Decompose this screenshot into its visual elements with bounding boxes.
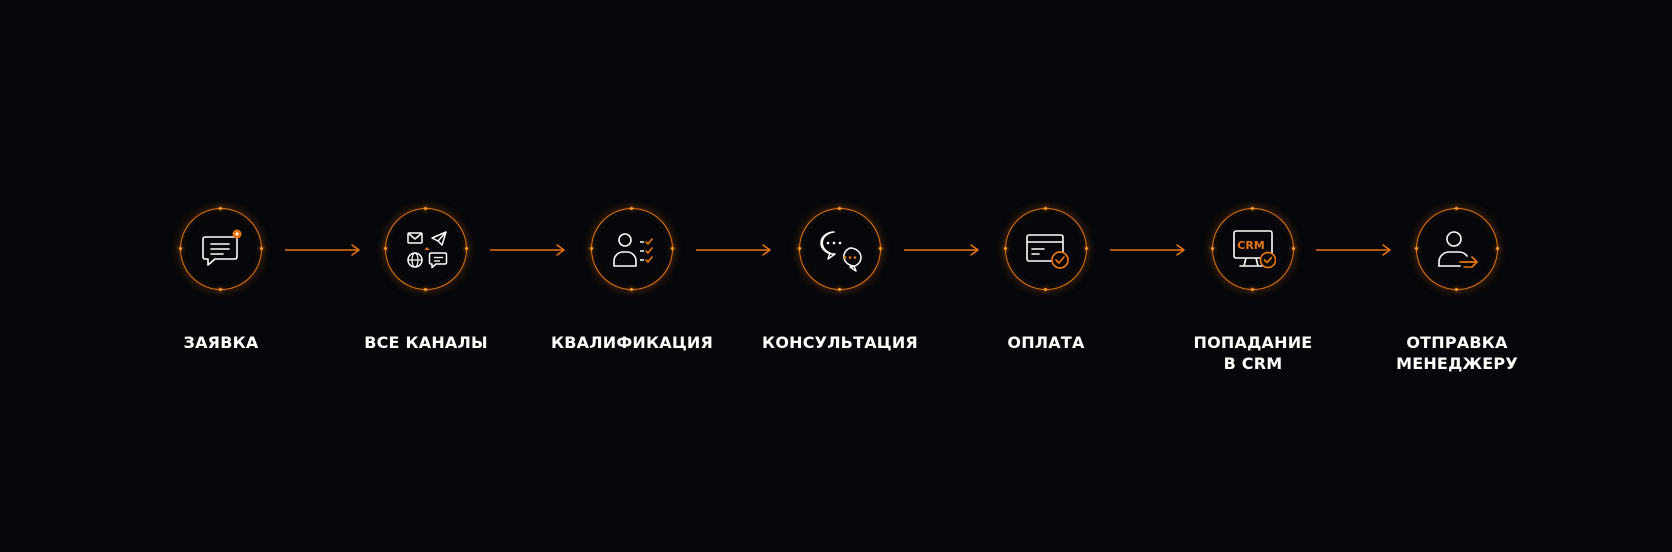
flow-arrow xyxy=(1316,244,1392,256)
step-label: КВАЛИФИКАЦИЯ xyxy=(550,333,713,352)
step-circle xyxy=(179,207,263,291)
flow-arrow xyxy=(1110,244,1186,256)
step-circle xyxy=(1415,207,1499,291)
user-send-icon xyxy=(1438,231,1478,268)
step-label: ОПЛАТА xyxy=(1007,333,1085,352)
step-circle xyxy=(1004,207,1088,291)
step-circle: CRM xyxy=(1211,207,1295,291)
step-payment: ОПЛАТА xyxy=(926,207,1166,353)
flow-arrow xyxy=(285,244,361,256)
step-crm: CRM ПОПАДАНИЕ В CRM xyxy=(1133,207,1373,374)
card-check-icon xyxy=(1026,234,1069,269)
flow-arrow xyxy=(904,244,980,256)
step-send-manager: ОТПРАВКА МЕНЕДЖЕРУ xyxy=(1337,207,1577,374)
step-circle xyxy=(798,207,882,291)
step-label: ОТПРАВКА МЕНЕДЖЕРУ xyxy=(1396,333,1518,373)
chat-bubbles-icon xyxy=(820,231,862,272)
user-checklist-icon xyxy=(613,233,653,267)
crm-text: CRM xyxy=(1237,239,1265,252)
step-all-channels: ВСЕ КАНАЛЫ xyxy=(306,207,546,353)
step-label: ЗАЯВКА xyxy=(183,333,259,352)
step-consultation: КОНСУЛЬТАЦИЯ xyxy=(720,207,960,353)
chat-message-icon xyxy=(202,229,242,266)
step-label: ПОПАДАНИЕ В CRM xyxy=(1193,333,1313,373)
step-label: КОНСУЛЬТАЦИЯ xyxy=(762,333,918,352)
step-label: ВСЕ КАНАЛЫ xyxy=(364,333,488,352)
flow-arrow xyxy=(696,244,772,256)
step-request: ЗАЯВКА xyxy=(101,207,341,353)
flow-arrow xyxy=(490,244,566,256)
crm-monitor-icon: CRM xyxy=(1233,230,1276,269)
step-circle xyxy=(384,207,468,291)
step-circle xyxy=(590,207,674,291)
step-qualification: КВАЛИФИКАЦИЯ xyxy=(512,207,752,353)
channels-icon xyxy=(407,231,448,269)
